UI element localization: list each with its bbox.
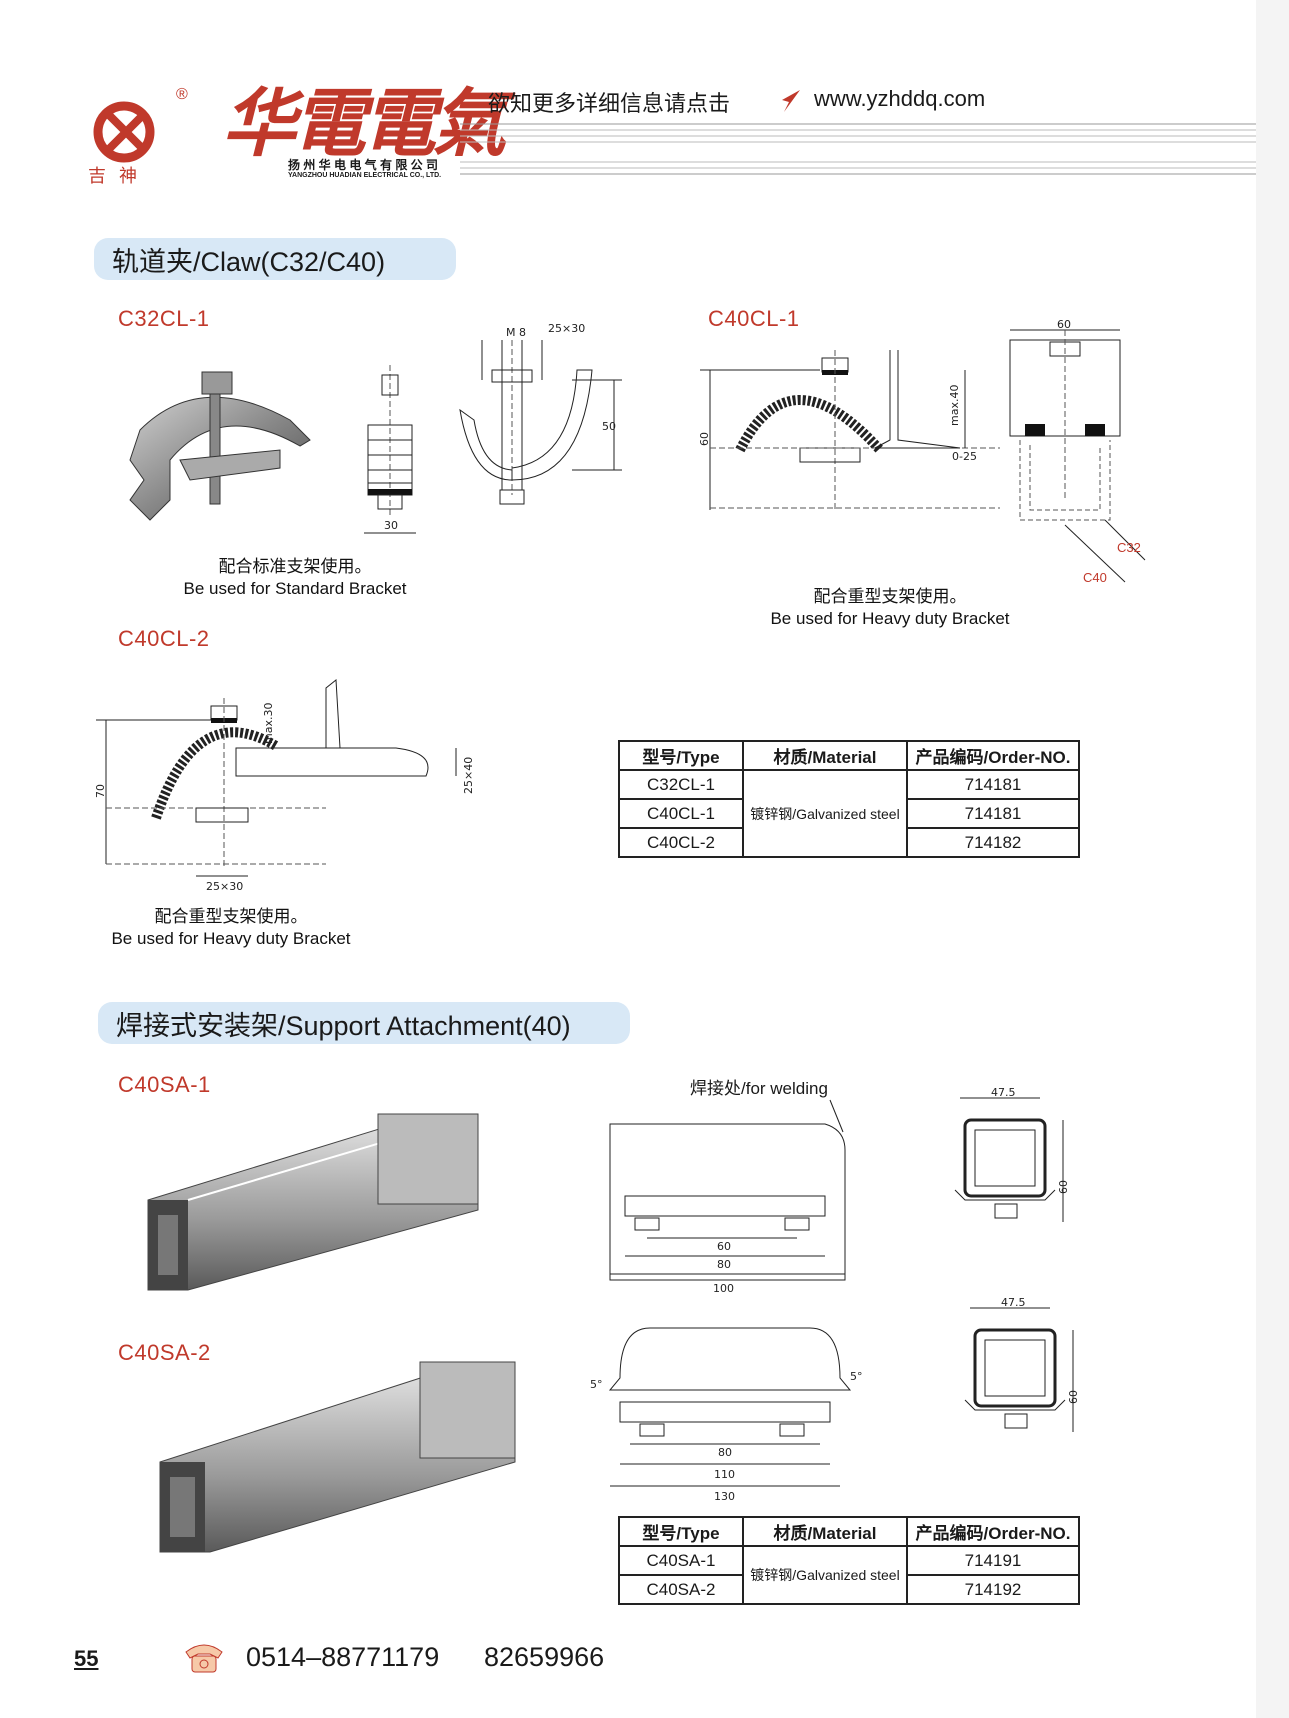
c40cl-1-drawing: 60 max.40 0-25 xyxy=(698,340,1000,515)
c32cl-1-caption-cn: 配合标准支架使用。 xyxy=(218,557,372,576)
c40sa-2-dim-w: 47.5 xyxy=(1001,1296,1026,1309)
c40sa-1-dim-w: 47.5 xyxy=(991,1086,1016,1099)
phone-number-2: 82659966 xyxy=(484,1642,605,1672)
section-title-claw: 轨道夹/Claw(C32/C40) xyxy=(94,238,456,280)
c40cl-1-caption: 配合重型支架使用。 Be used for Heavy duty Bracket xyxy=(740,586,1040,630)
c40sa-2-dim-d3: 130 xyxy=(714,1490,735,1503)
c40cl-1-label-c40: C40 xyxy=(1083,570,1107,585)
weld-label: 焊接处/for welding xyxy=(690,1079,828,1098)
table-cell-order: 714192 xyxy=(906,1574,1080,1605)
model-label-c32cl-1: C32CL-1 xyxy=(118,306,210,331)
c32cl-1-dim-height: 50 xyxy=(602,420,616,433)
arrow-cursor-icon xyxy=(780,88,802,119)
c40cl-1-dim-gap: 0-25 xyxy=(952,450,977,463)
c32cl-1-front-drawing: M 8 25×30 50 xyxy=(452,320,632,515)
c40sa-1-dim-h: 60 xyxy=(1057,1180,1070,1194)
table-header-material: 材质/Material xyxy=(742,740,908,771)
c40cl-2-caption-cn: 配合重型支架使用。 xyxy=(154,907,308,926)
table-header-material: 材质/Material xyxy=(742,1516,908,1547)
c40sa-2-end-drawing: 47.5 60 xyxy=(955,1296,1085,1450)
c40sa-2-dim-h: 60 xyxy=(1067,1390,1080,1404)
table-header-type: 型号/Type xyxy=(618,1516,744,1547)
table-header-type: 型号/Type xyxy=(618,740,744,771)
table-row: C40SA-1 镀锌钢/Galvanized steel 714191 xyxy=(618,1545,1080,1605)
table-header-row: 型号/Type 材质/Material 产品编码/Order-NO. xyxy=(618,1516,1080,1547)
phone-number-1: 0514–88771179 xyxy=(246,1642,440,1672)
registered-mark: ® xyxy=(176,86,188,103)
model-label-c40cl-2: C40CL-2 xyxy=(118,626,210,651)
table-row: C40CL-2 714182 xyxy=(618,827,1080,858)
c32cl-1-caption: 配合标准支架使用。 Be used for Standard Bracket xyxy=(150,556,440,600)
model-label-c40sa-1: C40SA-1 xyxy=(118,1072,211,1097)
c40cl-2-dim-rail: 25×40 xyxy=(462,757,475,794)
table-header-row: 型号/Type 材质/Material 产品编码/Order-NO. xyxy=(618,740,1080,771)
table-cell-type: C40SA-1 xyxy=(618,1545,744,1576)
c40cl-2-caption: 配合重型支架使用。 Be used for Heavy duty Bracket xyxy=(86,906,376,950)
table-cell-material: 镀锌钢/Galvanized steel xyxy=(742,769,908,858)
c40cl-2-dim-height: 70 xyxy=(94,784,107,798)
company-name-cn: 扬 州 华 电 电 气 有 限 公 司 xyxy=(288,158,439,172)
company-name-en: YANGZHOU HUADIAN ELECTRICAL CO., LTD. xyxy=(288,172,442,179)
c32cl-1-photo xyxy=(110,350,330,535)
c40cl-1-dim-width: 60 xyxy=(1057,318,1071,331)
website-link[interactable]: www.yzhddq.com xyxy=(814,86,986,111)
c40cl-1-label-c32: C32 xyxy=(1117,540,1141,555)
table-row: C40CL-1 714181 xyxy=(618,798,1080,829)
c40cl-2-drawing: 70 max.30 25×40 25×30 xyxy=(94,668,496,893)
c32cl-1-dim-width: 30 xyxy=(384,519,398,532)
brand-calligraphy: 华電電氣 xyxy=(222,81,506,167)
table-cell-order: 714182 xyxy=(906,827,1080,858)
table-cell-order: 714191 xyxy=(906,1545,1080,1576)
telephone-icon xyxy=(182,1640,226,1679)
support-spec-table: 型号/Type 材质/Material 产品编码/Order-NO. C40SA… xyxy=(618,1516,1080,1605)
logo-sub-text: 吉 神 xyxy=(88,166,142,186)
c40sa-2-drawing: 5° 5° 80 110 130 xyxy=(590,1318,863,1518)
model-label-c40cl-1: C40CL-1 xyxy=(708,306,800,331)
c32cl-1-side-drawing: 30 xyxy=(350,365,430,545)
c40sa-1-dim-d2: 80 xyxy=(717,1258,731,1271)
c32cl-1-dim-top: 25×30 xyxy=(548,322,585,335)
c40cl-1-end-drawing: 60 C32 C40 xyxy=(1005,318,1165,590)
table-header-order: 产品编码/Order-NO. xyxy=(906,740,1080,771)
table-cell-material: 镀锌钢/Galvanized steel xyxy=(742,1545,908,1605)
c40sa-2-dim-d1: 80 xyxy=(718,1446,732,1459)
c40sa-1-drawing: 60 80 100 xyxy=(605,1090,855,1300)
section-title-support: 焊接式安装架/Support Attachment(40) xyxy=(98,1002,630,1044)
page-number: 55 xyxy=(74,1646,99,1671)
table-header-order: 产品编码/Order-NO. xyxy=(906,1516,1080,1547)
c40sa-1-end-drawing: 47.5 60 xyxy=(945,1086,1075,1240)
c32cl-1-caption-en: Be used for Standard Bracket xyxy=(183,579,407,598)
c40cl-2-dim-base: 25×30 xyxy=(206,880,243,893)
c40sa-2-dim-angle-right: 5° xyxy=(850,1370,863,1383)
c40cl-1-dim-max: max.40 xyxy=(948,385,961,426)
c40sa-2-dim-d2: 110 xyxy=(714,1468,735,1481)
table-row: C40SA-2 714192 xyxy=(618,1574,1080,1605)
table-cell-order: 714181 xyxy=(906,769,1080,800)
c40sa-2-photo xyxy=(150,1352,520,1567)
c40cl-2-caption-en: Be used for Heavy duty Bracket xyxy=(111,929,351,948)
c40sa-1-dim-d1: 60 xyxy=(717,1240,731,1253)
claw-spec-table: 型号/Type 材质/Material 产品编码/Order-NO. C32CL… xyxy=(618,740,1080,858)
c40sa-1-dim-d3: 100 xyxy=(713,1282,734,1295)
c40cl-1-caption-cn: 配合重型支架使用。 xyxy=(813,587,967,606)
table-cell-order: 714181 xyxy=(906,798,1080,829)
model-label-c40sa-2: C40SA-2 xyxy=(118,1340,211,1365)
page-edge xyxy=(1256,0,1289,1718)
c40cl-2-dim-max: max.30 xyxy=(262,703,275,744)
table-cell-type: C40SA-2 xyxy=(618,1574,744,1605)
c40cl-1-caption-en: Be used for Heavy duty Bracket xyxy=(770,609,1010,628)
c32cl-1-dim-bolt: M 8 xyxy=(506,326,526,339)
c40sa-1-photo xyxy=(128,1100,488,1305)
table-cell-type: C40CL-1 xyxy=(618,798,744,829)
c40sa-2-dim-angle-left: 5° xyxy=(590,1378,603,1391)
table-row: C32CL-1 镀锌钢/Galvanized steel 714181 xyxy=(618,769,1080,858)
table-cell-type: C40CL-2 xyxy=(618,827,744,858)
cx-logo-icon xyxy=(93,101,155,163)
tagline: 欲知更多详细信息请点击 xyxy=(488,91,731,116)
table-cell-type: C32CL-1 xyxy=(618,769,744,800)
c40cl-1-dim-height: 60 xyxy=(698,432,711,446)
logo-emblem xyxy=(88,100,168,190)
header-rule-lines xyxy=(460,122,1256,182)
